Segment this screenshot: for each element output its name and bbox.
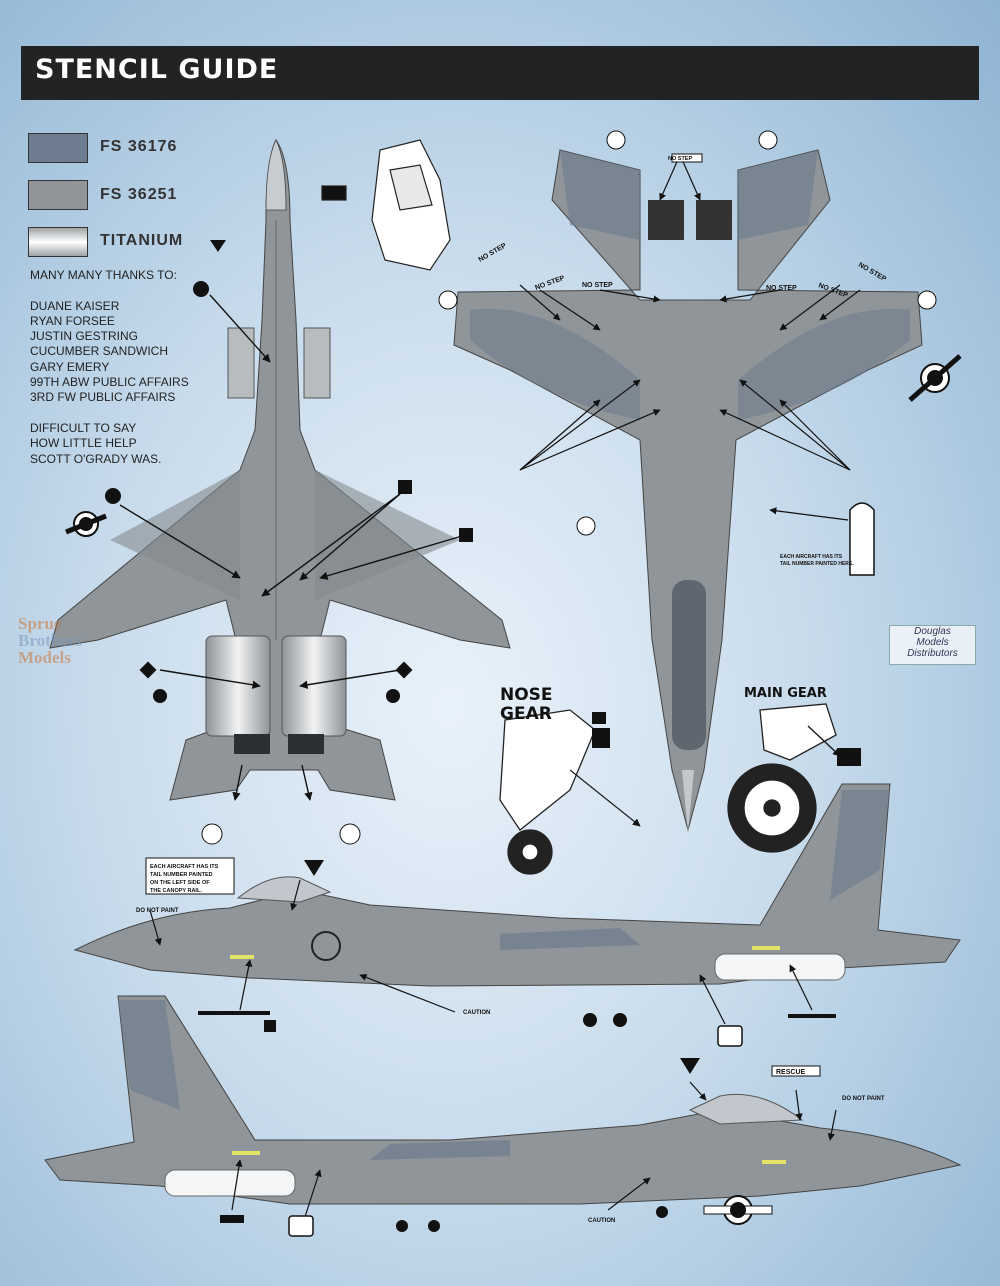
thanks-heading: MANY MANY THANKS TO: xyxy=(30,268,177,282)
svg-text:THE CANOPY RAIL.: THE CANOPY RAIL. xyxy=(150,888,202,894)
thanks-note: HOW LITTLE HELP xyxy=(30,436,137,451)
side-view-right-aircraft xyxy=(44,995,962,1205)
side-view-left-marks xyxy=(198,860,836,1047)
distributor-logo: Douglas Models Distributors xyxy=(889,625,976,665)
callout-rescue: RESCUE xyxy=(776,1069,806,1076)
main-gear-title: MAIN GEAR xyxy=(744,686,827,701)
legend-swatch-fs36251 xyxy=(28,180,88,210)
top-view-arrows xyxy=(119,294,463,801)
svg-text:NO STEP: NO STEP xyxy=(766,285,797,292)
ejection-seat-drawing xyxy=(321,139,451,271)
thanks-name: 99TH ABW PUBLIC AFFAIRS xyxy=(30,375,189,390)
bottom-view-aircraft xyxy=(453,149,923,832)
watermark-line3: Models xyxy=(18,648,71,667)
bottom-view-roundel xyxy=(908,354,962,402)
nose-gear-title-line1: NOSE xyxy=(500,685,553,705)
watermark-line1: Sprue xyxy=(18,614,62,633)
svg-text:NO STEP: NO STEP xyxy=(668,156,692,162)
distributor-line3: Distributors xyxy=(907,648,958,659)
side-view-left-arrows xyxy=(149,879,813,1025)
top-view-stencil-marks xyxy=(105,240,473,845)
thanks-name: CUCUMBER SANDWICH xyxy=(30,344,168,359)
svg-text:DO NOT PAINT: DO NOT PAINT xyxy=(842,1096,885,1102)
svg-text:NO STEP: NO STEP xyxy=(534,275,566,292)
legend-label-fs36251: FS 36251 xyxy=(100,186,178,203)
svg-text:TAIL NUMBER PAINTED: TAIL NUMBER PAINTED xyxy=(150,872,213,878)
callout-no-step: NO STEP xyxy=(478,242,508,264)
watermark-line2: Brothers xyxy=(18,631,82,650)
distributor-line1: Douglas xyxy=(914,626,951,637)
side-view-right-marks xyxy=(220,1058,821,1237)
main-gear-drawing xyxy=(727,703,861,853)
thanks-name: 3RD FW PUBLIC AFFAIRS xyxy=(30,390,176,405)
thanks-name: GARY EMERY xyxy=(30,359,110,374)
legend-swatch-titanium xyxy=(28,227,88,257)
svg-text:NO STEP: NO STEP xyxy=(582,282,613,289)
nose-gear-title: NOSE GEAR xyxy=(500,686,553,724)
watermark-sprue-brothers: Sprue Brothers Models xyxy=(18,615,82,666)
thanks-name: JUSTIN GESTRING xyxy=(30,329,139,344)
nose-gear-drawing xyxy=(499,709,641,875)
legend-label-titanium: TITANIUM xyxy=(100,232,184,249)
svg-text:NO STEP: NO STEP xyxy=(857,262,887,284)
side-view-right-roundel xyxy=(703,1195,773,1225)
legend-label-fs36176: FS 36176 xyxy=(100,138,178,155)
callout-caution: CAUTION xyxy=(463,1010,490,1016)
svg-text:TAIL NUMBER PAINTED HERE.: TAIL NUMBER PAINTED HERE. xyxy=(780,561,854,567)
thanks-name: RYAN FORSEE xyxy=(30,313,115,328)
svg-text:CAUTION: CAUTION xyxy=(588,1218,615,1224)
callout-do-not-paint: DO NOT PAINT xyxy=(136,908,179,914)
top-view-aircraft xyxy=(49,139,511,801)
callout-tail-number-note: EACH AIRCRAFT HAS ITS xyxy=(150,864,219,870)
distributor-line2: Models xyxy=(916,637,949,648)
thanks-note: DIFFICULT TO SAY xyxy=(30,420,137,435)
tail-number-note-box xyxy=(145,857,235,895)
bottom-view-stencil-marks xyxy=(438,130,937,576)
thanks-block: MANY MANY THANKS TO: DUANE KAISER RYAN F… xyxy=(30,268,189,467)
thanks-name: DUANE KAISER xyxy=(30,298,120,313)
callout-tail-number-here: EACH AIRCRAFT HAS ITS xyxy=(780,554,843,560)
title-banner: STENCIL GUIDE xyxy=(21,46,979,100)
side-view-right-arrows xyxy=(231,1081,837,1221)
top-view-roundel xyxy=(65,511,107,537)
thanks-note: SCOTT O'GRADY WAS. xyxy=(30,451,162,466)
legend-swatch-fs36176 xyxy=(28,133,88,163)
svg-text:ON THE LEFT SIDE OF: ON THE LEFT SIDE OF xyxy=(150,880,210,886)
nose-gear-title-line2: GEAR xyxy=(500,704,552,724)
page-title: STENCIL GUIDE xyxy=(35,54,279,85)
bottom-view-arrows xyxy=(519,154,861,521)
side-view-left-aircraft xyxy=(73,783,961,987)
